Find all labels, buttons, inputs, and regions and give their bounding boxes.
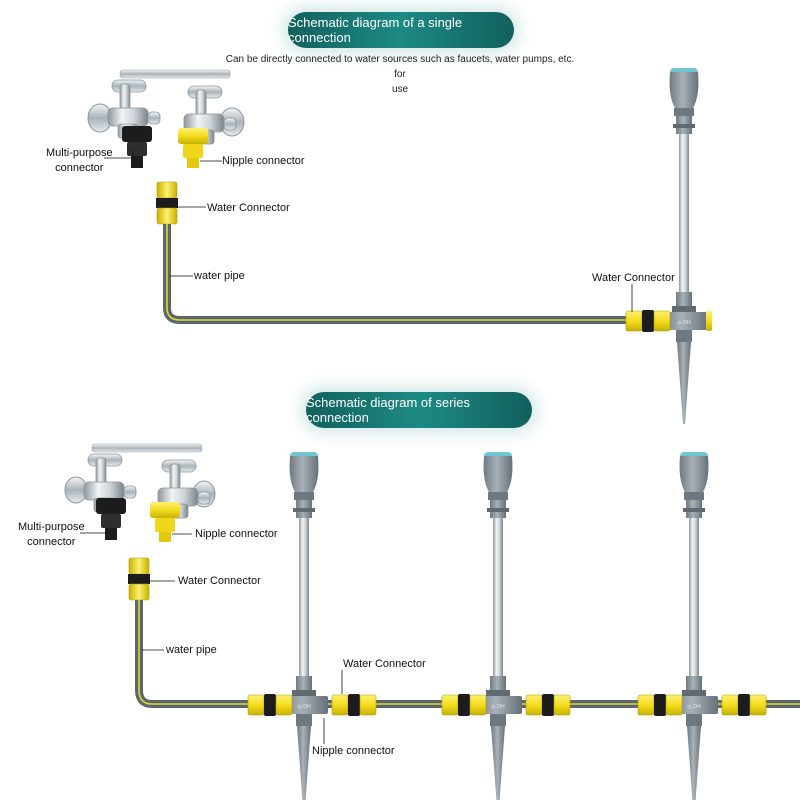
- series-water-connector-bottom-label: Water Connector: [343, 658, 426, 670]
- series-water-pipe-label: water pipe: [166, 644, 217, 656]
- sprinkler-icon: [247, 452, 377, 800]
- single-nipple-connector-label: Nipple connector: [222, 155, 305, 167]
- faucet-icon: [87, 69, 245, 168]
- connector-icon: [128, 557, 150, 601]
- single-connection-note: Can be directly connected to water sourc…: [225, 54, 575, 95]
- series-connection-title: Schematic diagram of series connection: [306, 392, 532, 428]
- faucet-icon: [64, 443, 216, 542]
- series-multi-purpose-connector-label: Multi-purpose connector: [18, 521, 85, 548]
- leader-lines-single: [104, 150, 633, 312]
- single-water-pipe-label: water pipe: [194, 270, 245, 282]
- sprinkler-icon: [637, 452, 767, 800]
- single-water-connector-right-label: Water Connector: [592, 272, 675, 284]
- single-connection-title: Schematic diagram of a single connection: [288, 12, 514, 48]
- series-nipple-connector-label: Nipple connector: [195, 528, 278, 540]
- single-multi-purpose-connector-label: Multi-purpose connector: [46, 147, 113, 174]
- series-connection-title-text: Schematic diagram of series connection: [306, 395, 471, 425]
- leader-lines-series: [80, 532, 343, 744]
- sprinkler-icon: [625, 68, 712, 424]
- connector-icon: [156, 181, 178, 225]
- series-nipple-connector-bottom-label: Nipple connector: [312, 745, 395, 757]
- single-water-connector-label: Water Connector: [207, 202, 290, 214]
- series-water-connector-label: Water Connector: [178, 575, 261, 587]
- sprinkler-icon: [441, 452, 571, 800]
- single-connection-title-text: Schematic diagram of a single connection: [288, 15, 463, 45]
